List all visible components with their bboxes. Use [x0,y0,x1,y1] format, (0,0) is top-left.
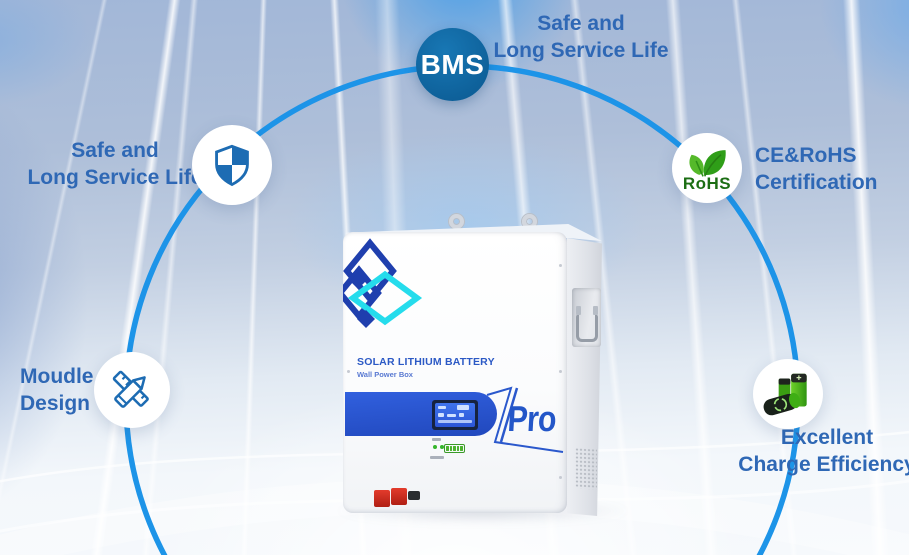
rohs-badge-text: RoHS [682,173,732,193]
shield-icon-circle [192,125,272,205]
lcd-screen [435,403,475,427]
product-subtitle: Wall Power Box [357,370,413,379]
feature-line: CE&RoHS [755,144,857,167]
feature-line: Safe and [71,139,159,162]
status-led [433,445,437,449]
carry-handle [576,306,598,342]
feature-line: Long Service Life [493,39,669,62]
device-front-panel: SOLAR LITHIUM BATTERY Wall Power Box [343,232,567,513]
feature-line: Moudle [20,365,94,388]
pro-outline [486,386,564,453]
screw-icon [559,476,562,479]
power-connector-red [391,488,407,505]
module-icon-circle [94,352,170,428]
bms-label: BMS [420,48,485,80]
bms-badge: BMS [416,28,489,101]
pencil-ruler-icon [112,370,149,408]
status-led [440,445,444,449]
feature-left-label: Safe and Long Service Life [15,137,215,191]
status-label [430,456,444,459]
vent-grille [575,447,597,490]
shield-icon [215,144,249,187]
battery-device: SOLAR LITHIUM BATTERY Wall Power Box [343,210,609,525]
feature-battery-label: Excellent Charge Efficiency [677,424,909,478]
feature-top-label: Safe and Long Service Life [431,10,731,64]
mounting-hook-icon [449,214,464,229]
screw-icon [559,370,562,373]
battery-icon-circle [753,359,823,429]
rohs-icon-circle: RoHS [672,133,742,203]
status-label [432,438,441,441]
product-title: SOLAR LITHIUM BATTERY [357,356,495,368]
screw-icon [347,370,350,373]
lcd-display [432,400,478,430]
screw-icon [559,264,562,267]
power-connector-red [374,490,390,507]
feature-line: Long Service Life [27,166,203,189]
feature-line: Safe and [537,12,625,35]
pro-badge: Pro [506,398,557,439]
feature-rohs-label: CE&RoHS Certification [755,142,878,196]
feature-module-label: Moudle Design [20,363,94,417]
green-battery-icon [763,373,807,416]
power-connector-black [408,491,420,500]
feature-line: Charge Efficiency [738,453,909,476]
feature-line: Certification [755,171,878,194]
battery-level-indicator [444,444,465,453]
feature-line: Design [20,392,91,415]
